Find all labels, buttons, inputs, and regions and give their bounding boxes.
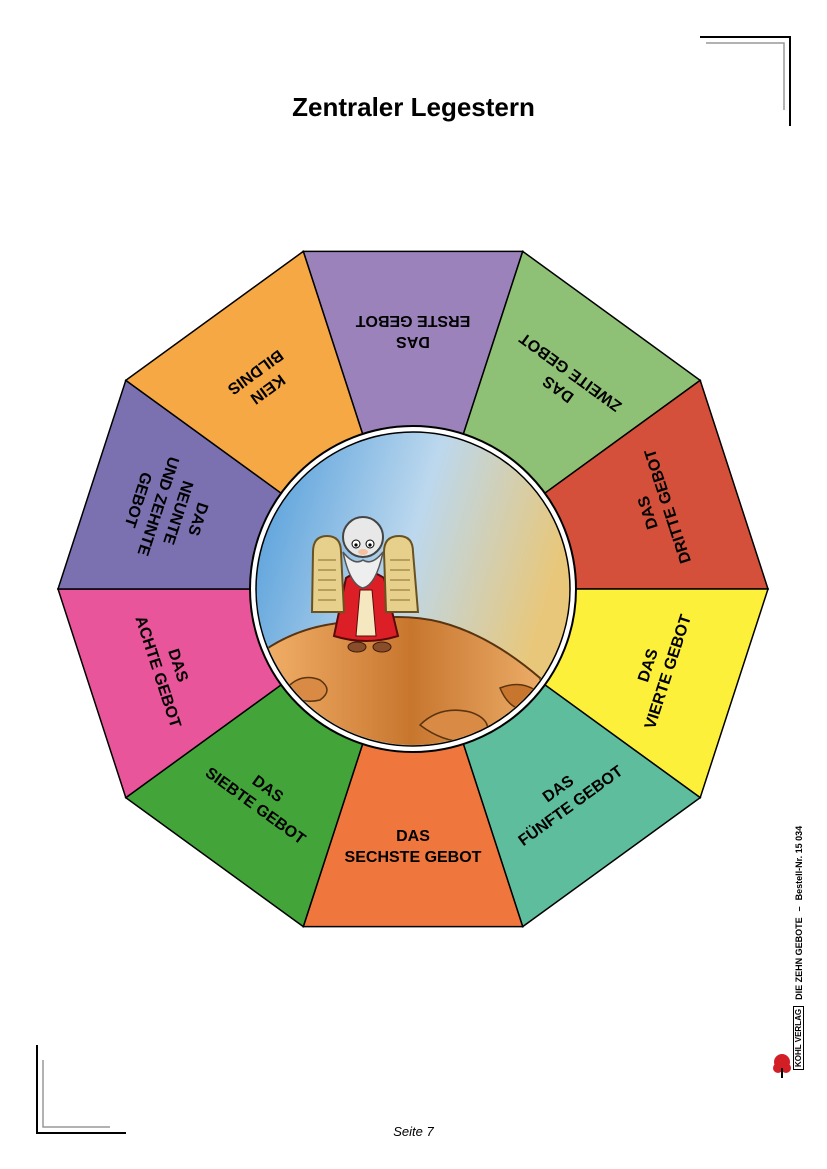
side-imprint: KOHL VERLAG DIE ZEHN GEBOTE – Bestell-Nr… xyxy=(793,826,804,1070)
segment-label-line: DAS xyxy=(396,828,430,845)
order-number: Bestell-Nr. 15 034 xyxy=(793,825,804,901)
book-title: DIE ZEHN GEBOTE xyxy=(793,917,804,1000)
publisher-logo xyxy=(772,1040,792,1085)
segment-label-line: SECHSTE GEBOT xyxy=(345,849,482,866)
page-title: Zentraler Legestern xyxy=(292,92,535,122)
segment-label-6: DAS SECHSTE GEBOT xyxy=(345,828,482,866)
publisher-name: KOHL VERLAG xyxy=(793,1005,804,1070)
tree-logo-icon xyxy=(773,1054,791,1078)
moses-with-tablets-icon xyxy=(310,516,420,653)
page-number: Seite 7 xyxy=(393,1124,434,1139)
separator: – xyxy=(793,906,804,912)
segment-label-1: DAS ERSTE GEBOT xyxy=(355,312,470,350)
center-illustration xyxy=(249,425,577,753)
segment-label-line: ERSTE GEBOT xyxy=(355,312,470,329)
segment-label-line: DAS xyxy=(396,333,430,350)
